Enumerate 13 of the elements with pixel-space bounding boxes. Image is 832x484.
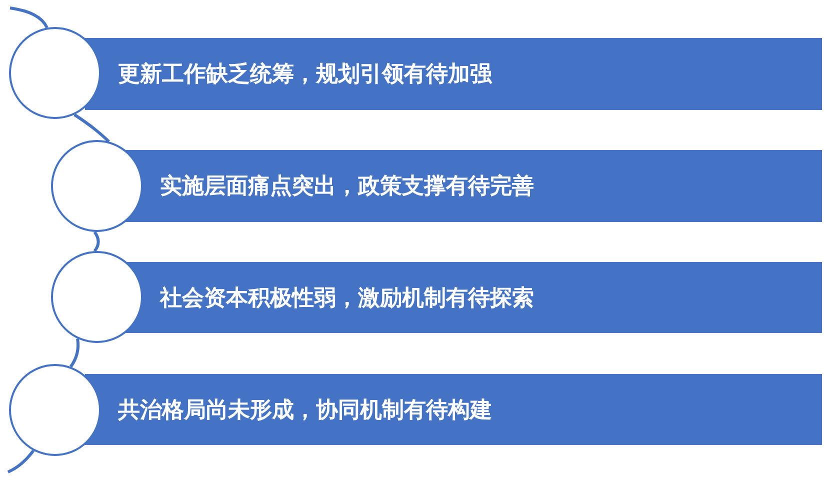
banner-text: 实施层面痛点突出，政策支撑有待完善 xyxy=(160,172,534,201)
connector-line xyxy=(7,450,35,474)
text-banner xyxy=(85,38,822,110)
banner-text: 共治格局尚未形成，协同机制有待构建 xyxy=(118,396,492,424)
banner-text: 更新工作缺乏统筹，规划引领有待加强 xyxy=(118,61,492,89)
banner-text: 社会资本积极性弱，激励机制有待探索 xyxy=(160,284,534,312)
connector-line xyxy=(74,113,110,143)
text-banner xyxy=(85,374,822,445)
text-banner xyxy=(125,262,822,333)
text-banner xyxy=(125,150,822,222)
connector-line xyxy=(93,231,100,252)
connector-line xyxy=(10,6,48,28)
connector-line xyxy=(70,338,80,368)
